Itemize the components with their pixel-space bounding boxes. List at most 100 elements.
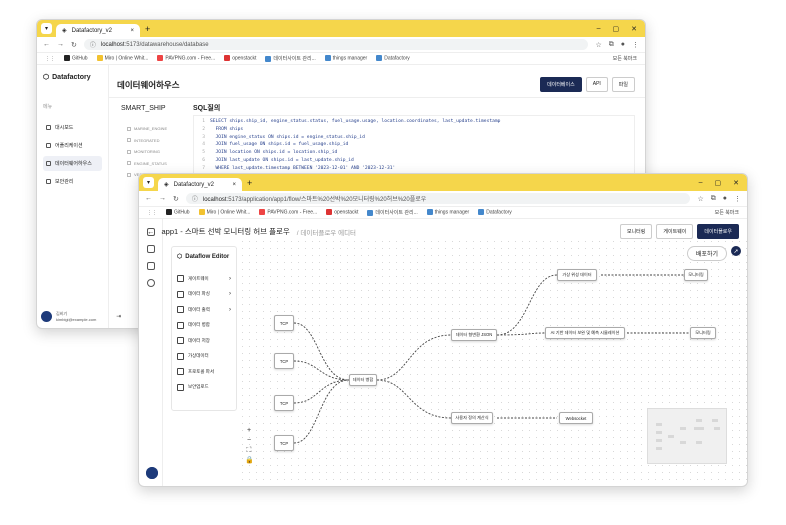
tcp-node[interactable]: TCP: [274, 353, 294, 369]
palette-item-protocol[interactable]: 프로토콜 파서: [177, 364, 231, 380]
reload-icon[interactable]: ↻: [71, 41, 77, 49]
minimize-icon[interactable]: –: [596, 24, 601, 32]
bookmark-datafactory[interactable]: Datafactory: [376, 55, 410, 62]
calc-node[interactable]: 사용자 정의 계산식: [451, 412, 493, 424]
bookmark-github[interactable]: GitHub: [166, 209, 190, 216]
merge-node[interactable]: 데이터 병합: [349, 374, 377, 386]
new-tab-icon[interactable]: +: [145, 23, 151, 34]
json-parse-node[interactable]: 데이터 형변환 JSON: [451, 329, 497, 341]
edge: [293, 379, 350, 404]
forward-icon[interactable]: →: [57, 41, 64, 48]
back-icon[interactable]: ←: [145, 195, 152, 202]
browser-menu-icon[interactable]: ⋮: [632, 41, 639, 49]
dashboard-icon[interactable]: [146, 228, 155, 236]
tcp-node[interactable]: TCP: [274, 315, 294, 331]
tab-close-icon[interactable]: ×: [232, 181, 236, 188]
monitoring-node[interactable]: 모니터링: [690, 327, 716, 339]
logout-icon[interactable]: ⇥: [116, 314, 122, 320]
sidebar-item-dashboard[interactable]: 대시보드: [43, 120, 102, 135]
url-field[interactable]: ⓘ localhost:5173/datawarehouse/database: [83, 39, 589, 50]
close-icon[interactable]: ✕: [631, 25, 637, 33]
tab-close-icon[interactable]: ×: [130, 27, 134, 34]
bookmark-star-icon[interactable]: ☆: [697, 195, 704, 203]
palette-item-virtual[interactable]: 가상데이터: [177, 349, 231, 365]
websocket-node[interactable]: Websocket: [559, 412, 593, 424]
bookmark-github[interactable]: GitHub: [64, 55, 88, 62]
rocket-icon[interactable]: ➚: [731, 246, 741, 256]
tab-menu-icon[interactable]: ▾: [41, 23, 52, 34]
table-item[interactable]: ENGINE_STATUS: [127, 158, 178, 170]
site-info-icon[interactable]: ⓘ: [89, 43, 96, 49]
back-arrow-icon[interactable]: ←: [147, 227, 155, 236]
palette-item-merge[interactable]: 데이터 병합: [177, 318, 231, 334]
palette-item-parsing[interactable]: 데이터 파싱›: [177, 287, 231, 303]
zoom-in-icon[interactable]: +: [246, 427, 252, 434]
reload-icon[interactable]: ↻: [173, 195, 179, 203]
lock-icon[interactable]: 🔒: [245, 457, 254, 464]
tab-database[interactable]: 데이터베이스: [540, 77, 582, 92]
bookmark-miro[interactable]: Miro | Online Whit...: [198, 209, 250, 216]
apps-icon[interactable]: ⋮⋮: [45, 55, 55, 62]
sidebar-item-warehouse[interactable]: 데이터웨어하우스: [43, 156, 102, 171]
maximize-icon[interactable]: ▢: [714, 179, 722, 187]
back-icon[interactable]: ←: [43, 41, 50, 48]
palette-item-gateway[interactable]: 게이트웨이›: [177, 271, 231, 287]
zoom-out-icon[interactable]: −: [246, 437, 252, 444]
extension-icon[interactable]: ⧉: [710, 194, 716, 202]
minimap[interactable]: [647, 408, 727, 464]
bookmark-openstack[interactable]: openstackt: [326, 209, 358, 216]
bookmark-things[interactable]: things manager: [426, 209, 469, 216]
tcp-node[interactable]: TCP: [274, 395, 294, 411]
site-info-icon[interactable]: ⓘ: [191, 197, 198, 203]
ai-node[interactable]: AI 기반 데이터 보완 및 예측 시뮬레이션: [545, 327, 625, 339]
url-field[interactable]: ⓘ localhost:5173/application/app1/flow/스…: [185, 193, 691, 204]
tab-api[interactable]: API: [585, 77, 608, 92]
browser-menu-icon[interactable]: ⋮: [734, 195, 741, 203]
table-item[interactable]: MARINE_ENGINE: [127, 123, 178, 135]
monitoring-node[interactable]: 모니터링: [684, 269, 708, 281]
warehouse-icon[interactable]: [146, 262, 155, 270]
extension-icon[interactable]: ⧉: [608, 40, 614, 48]
profile-icon[interactable]: ●: [722, 195, 727, 202]
tab-menu-icon[interactable]: ▾: [143, 177, 154, 188]
apps-icon[interactable]: ⋮⋮: [147, 209, 157, 216]
palette-item-upload[interactable]: 보안업로드: [177, 380, 231, 396]
close-icon[interactable]: ✕: [733, 179, 739, 187]
profile-icon[interactable]: ●: [620, 41, 625, 48]
bookmark-data-site[interactable]: 데이터사이트 관리...: [265, 55, 316, 62]
bookmark-things[interactable]: things manager: [324, 55, 367, 62]
bookmark-pavpng[interactable]: PAVPNG.com - Free...: [259, 209, 317, 216]
palette-item-output[interactable]: 데이터 출력›: [177, 302, 231, 318]
minimize-icon[interactable]: –: [698, 178, 703, 186]
application-icon[interactable]: [146, 245, 155, 253]
avatar[interactable]: [146, 467, 158, 479]
bookmark-data-site[interactable]: 데이터사이트 관리...: [367, 209, 418, 216]
table-item[interactable]: MONITORING: [127, 146, 178, 158]
browser-tab[interactable]: ◈ Datafactory_v2 ×: [158, 178, 242, 191]
address-bar-row: ← → ↻ ⓘ localhost:5173/application/app1/…: [139, 191, 747, 207]
bookmark-openstack[interactable]: openstackt: [224, 55, 256, 62]
new-tab-icon[interactable]: +: [247, 177, 253, 188]
bookmark-datafactory[interactable]: Datafactory: [478, 209, 512, 216]
bookmark-miro[interactable]: Miro | Online Whit...: [96, 55, 148, 62]
shield-icon[interactable]: [146, 279, 155, 287]
fit-view-icon[interactable]: ⛶: [246, 447, 252, 454]
tcp-node[interactable]: TCP: [274, 435, 294, 451]
all-bookmarks[interactable]: 모든 북마크: [612, 56, 637, 62]
bookmark-pavpng[interactable]: PAVPNG.com - Free...: [157, 55, 215, 62]
maximize-icon[interactable]: ▢: [612, 25, 620, 33]
palette-item-store[interactable]: 데이터 저장: [177, 333, 231, 349]
table-item[interactable]: INTEGRATED: [127, 135, 178, 147]
sidebar-item-application[interactable]: 어플리케이션: [43, 138, 102, 153]
deploy-button[interactable]: 배포하기: [686, 246, 727, 261]
sidebar-item-security[interactable]: 보안관리: [43, 174, 102, 189]
tab-file[interactable]: 파일: [611, 77, 635, 92]
all-bookmarks[interactable]: 모든 북마크: [714, 210, 739, 216]
forward-icon[interactable]: →: [159, 195, 166, 202]
shield-icon: [46, 179, 51, 184]
bookmark-star-icon[interactable]: ☆: [595, 41, 602, 49]
browser-tab[interactable]: ◈ Datafactory_v2 ×: [56, 24, 140, 37]
virtual-data-node[interactable]: 가상 위성 데이터: [557, 269, 597, 281]
